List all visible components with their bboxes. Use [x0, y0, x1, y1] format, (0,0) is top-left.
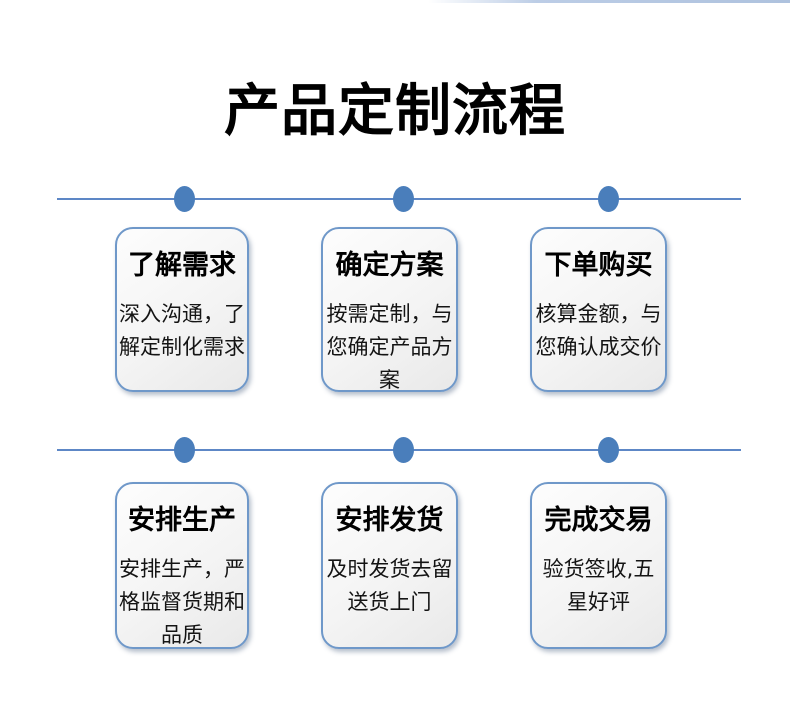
timeline-dot: [393, 437, 414, 463]
step-card: 了解需求 深入沟通，了解定制化需求: [115, 227, 249, 392]
step-desc: 安排生产，严格监督货期和品质: [119, 557, 245, 647]
top-edge-strip: [428, 0, 790, 3]
step-card: 完成交易 验货签收,五星好评: [530, 482, 667, 649]
page-title: 产品定制流程: [224, 79, 566, 144]
step-desc: 核算金额，与您确认成交价: [535, 302, 662, 359]
timeline-dot: [598, 437, 619, 463]
timeline-dot: [174, 186, 195, 212]
step-card: 安排生产 安排生产，严格监督货期和品质: [115, 482, 249, 649]
step-desc: 及时发货去留送货上门: [326, 557, 453, 614]
step-card: 下单购买 核算金额，与您确认成交价: [530, 227, 667, 392]
step-title: 确定方案: [335, 250, 444, 281]
step-desc: 深入沟通，了解定制化需求: [119, 302, 245, 359]
step-title: 安排生产: [128, 505, 236, 536]
step-title: 完成交易: [544, 505, 653, 536]
step-title: 下单购买: [544, 250, 653, 281]
step-desc: 按需定制，与您确定产品方案: [326, 302, 453, 392]
timeline-dot: [174, 437, 195, 463]
timeline-dot: [598, 186, 619, 212]
step-desc: 验货签收,五星好评: [542, 557, 655, 614]
step-title: 安排发货: [335, 505, 444, 536]
step-card: 安排发货 及时发货去留送货上门: [321, 482, 458, 649]
timeline-dot: [393, 186, 414, 212]
step-card: 确定方案 按需定制，与您确定产品方案: [321, 227, 458, 392]
step-title: 了解需求: [128, 250, 236, 281]
